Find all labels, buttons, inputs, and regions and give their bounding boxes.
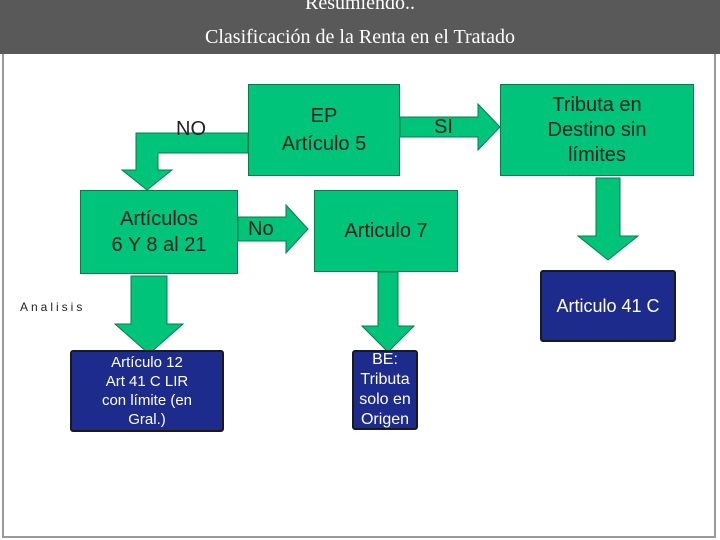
articulo12-box-text: Artículo 12 Art 41 C LIR con límite (en …: [101, 354, 193, 428]
tributa-destino-box: Tributa en Destino sin límites: [500, 84, 694, 176]
be-origen-box: BE: Tributa solo en Origen: [352, 350, 418, 430]
label-no-upper: NO: [176, 118, 206, 140]
be-box-text: BE: Tributa solo en Origen: [359, 351, 411, 428]
arrow-right-si: [399, 102, 501, 152]
arrow-right-no: [237, 203, 309, 255]
articulo41c-box-text: Articulo 41 C: [556, 296, 660, 316]
slide-title-line2: Clasificación de la Renta en el Tratado: [205, 26, 515, 48]
label-analisis: Analisis: [20, 300, 86, 314]
articulo-12-box: Artículo 12 Art 41 C LIR con límite (en …: [70, 350, 224, 432]
title-bar: Resumiendo.. Clasificación de la Renta e…: [0, 0, 720, 54]
arrow-down-41c: [576, 177, 640, 261]
ep-box-text: EP Artículo 5: [281, 105, 367, 155]
arrow-down-art12: [113, 275, 185, 355]
articulos-box-text: Artículos 6 Y 8 al 21: [111, 208, 207, 256]
ep-articulo-5-box: EP Artículo 5: [248, 84, 400, 176]
slide-title-line1: Resumiendo..: [305, 0, 415, 14]
arrow-down-be: [360, 271, 416, 353]
articulo-7-box: Articulo 7: [314, 190, 458, 272]
slide-frame: [2, 54, 716, 538]
label-no-lower: No: [248, 218, 274, 240]
articulo-41c-box: Articulo 41 C: [540, 270, 676, 342]
tributa-box-text: Tributa en Destino sin límites: [547, 93, 647, 166]
articulo7-box-text: Articulo 7: [344, 220, 428, 242]
articulos-6-8-21-box: Artículos 6 Y 8 al 21: [80, 190, 238, 274]
elbow-arrow-no: [120, 132, 249, 191]
label-si: SI: [434, 116, 453, 138]
